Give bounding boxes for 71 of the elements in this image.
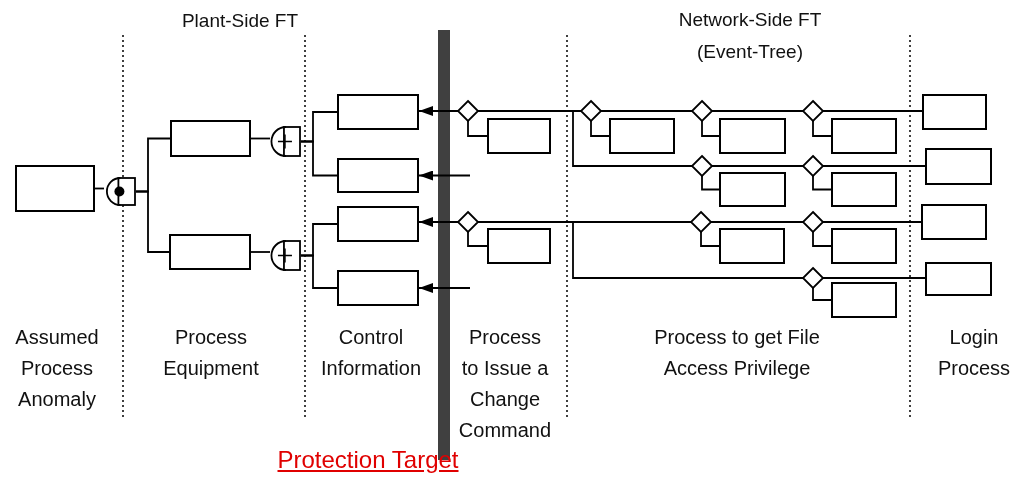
event-box [831,282,897,318]
event-box [337,206,419,242]
branch-diamond [803,156,823,176]
connector-line [135,190,170,253]
event-box [15,165,95,212]
connector-line [812,120,832,137]
connector-line [822,165,926,167]
connector-line [822,221,922,223]
column-label: Process Equipment [162,325,260,381]
event-box [719,118,786,154]
connector-line [701,175,720,191]
column-label: Control Information [319,325,423,381]
column-label: Process to Issue a Change Command [457,325,553,443]
connector-line [467,120,488,137]
event-box [922,94,987,130]
event-box [921,204,987,240]
event-box [487,118,551,154]
connector-line [477,110,693,167]
event-box [831,228,897,264]
or-gate [270,240,301,271]
event-box [719,228,785,264]
connector-line [300,140,338,177]
event-box [719,172,786,207]
connector-line [812,231,832,247]
connector-line [711,110,804,112]
connector-line [300,254,338,289]
branch-diamond [803,101,823,121]
branch-diamond [458,101,478,121]
arrow [418,283,471,293]
column-heading: Network-Side FT (Event-Tree) [677,8,823,64]
event-box [170,120,251,157]
connector-line [700,231,720,247]
arrow [418,106,459,116]
arrow [418,217,459,227]
branch-diamond [803,268,823,288]
connector-line [812,287,832,301]
column-label: Login Process [936,325,1012,381]
branch-diamond [803,212,823,232]
event-box [337,158,419,193]
column-label: Assumed Process Anomaly [14,325,100,412]
and-gate [104,177,136,206]
column-label: Process to get File Access Privilege [653,325,821,381]
connector-line [812,175,832,191]
event-box [609,118,675,154]
connector-line [467,231,488,247]
event-box [337,94,419,130]
connector-line [710,221,804,223]
branch-diamond [458,212,478,232]
arrow [418,170,471,181]
connector-line [822,110,923,112]
event-box [925,148,992,185]
connector-line [250,251,271,253]
connector-line [711,165,804,167]
target-label: Protection Target [276,445,460,475]
connector-line [822,277,926,279]
event-box [831,118,897,154]
column-heading: Plant-Side FT [180,9,300,33]
event-box [169,234,251,270]
connector-line [590,120,610,137]
event-box [487,228,551,264]
event-box [925,262,992,296]
or-gate [270,126,301,157]
branch-diamond [581,101,601,121]
connector-line [250,137,271,140]
connector-line [701,120,720,137]
event-box [337,270,419,306]
branch-diamond [691,212,711,232]
connector-line [600,110,693,112]
branch-diamond [692,156,712,176]
event-box [831,172,897,207]
branch-diamond [692,101,712,121]
